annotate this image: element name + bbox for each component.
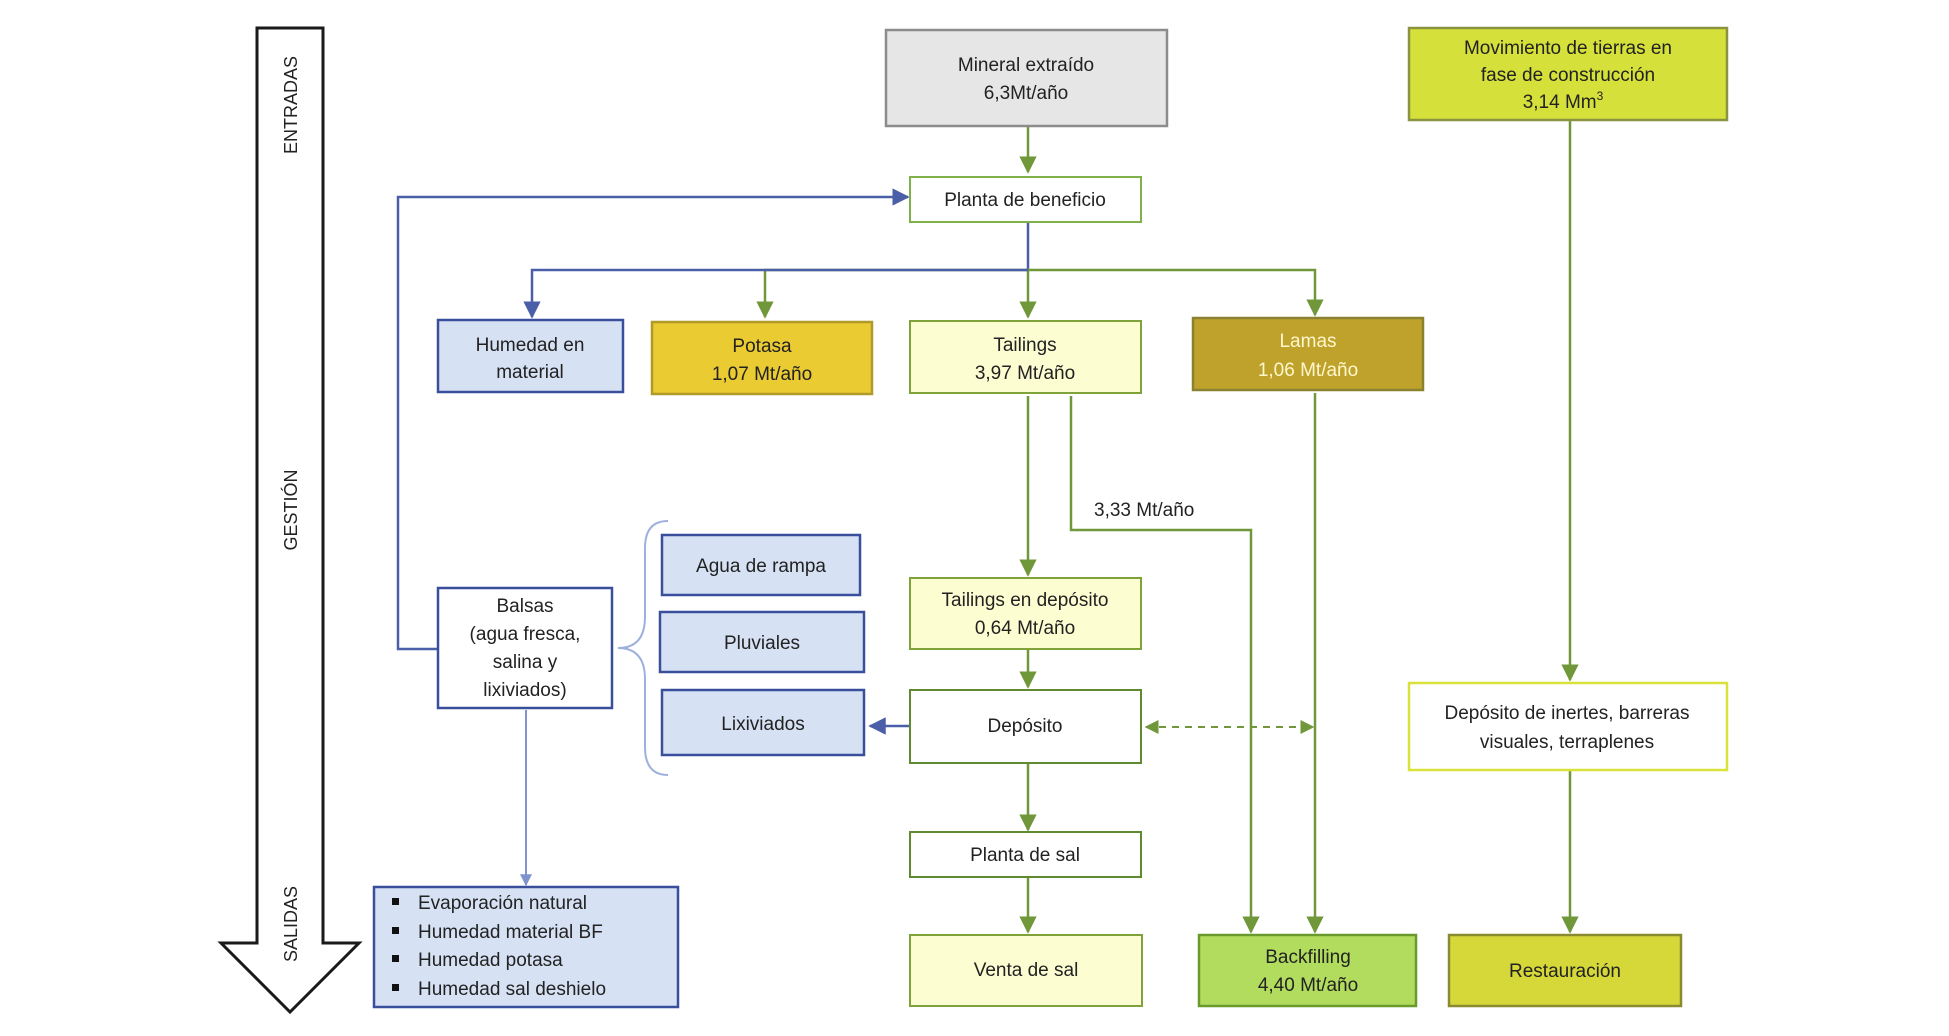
box-mineral-line2: 6,3Mt/año [984, 83, 1069, 104]
stage-label-salidas: SALIDAS [281, 886, 301, 962]
box-backfilling-line1: Backfilling [1265, 947, 1351, 968]
box-balsas-line3: salina y [493, 652, 558, 673]
box-mineral-line1: Mineral extraído [958, 55, 1094, 76]
box-humedad-material: Humedad en material [436, 318, 625, 394]
box-planta-sal: Planta de sal [909, 831, 1142, 878]
box-tailings-line2: 3,97 Mt/año [975, 363, 1075, 384]
box-humedad-material-line1: Humedad en [476, 335, 585, 356]
salidas-item-text: Humedad sal deshielo [418, 979, 606, 1000]
box-planta-sal-line1: Planta de sal [970, 845, 1080, 866]
salidas-item: Evaporación natural [392, 893, 587, 914]
box-deposito-line1: Depósito [988, 716, 1063, 737]
box-lamas-line2: 1,06 Mt/año [1258, 360, 1358, 381]
connectors [396, 120, 1579, 934]
flow-label-tailings-backfilling: 3,33 Mt/año [1094, 500, 1194, 521]
box-movimiento: Movimiento de tierras en fase de constru… [1407, 26, 1729, 122]
box-mineral: Mineral extraído 6,3Mt/año [884, 28, 1169, 128]
box-tailings-line1: Tailings [993, 335, 1056, 356]
box-restauracion-line1: Restauración [1509, 961, 1621, 982]
box-balsas-line2: (agua fresca, [470, 624, 581, 645]
stage-arrow: ENTRADAS GESTIÓN SALIDAS [217, 26, 363, 1015]
box-lixiviados: Lixiviados [660, 688, 866, 757]
box-movimiento-line2: fase de construcción [1481, 65, 1655, 86]
box-tailings-deposito-line1: Tailings en depósito [942, 590, 1109, 611]
salidas-item-text: Evaporación natural [418, 893, 587, 914]
box-backfilling-line2: 4,40 Mt/año [1258, 975, 1358, 996]
box-planta-beneficio-line1: Planta de beneficio [944, 190, 1106, 211]
box-tailings-deposito-line2: 0,64 Mt/año [975, 618, 1075, 639]
box-venta-sal: Venta de sal [909, 934, 1143, 1007]
box-movimiento-sup: 3 [1597, 89, 1604, 103]
salidas-item: Humedad potasa [392, 950, 563, 971]
box-movimiento-line3: 3,14 Mm3 [1523, 89, 1604, 113]
box-salidas-list: Evaporación natural Humedad material BF … [372, 885, 680, 1009]
box-deposito-inertes-line2: visuales, terraplenes [1480, 732, 1654, 753]
box-movimiento-line1: Movimiento de tierras en [1464, 38, 1672, 59]
box-deposito-inertes-line1: Depósito de inertes, barreras [1444, 703, 1689, 724]
box-lixiviados-line1: Lixiviados [721, 714, 804, 735]
box-lamas-line1: Lamas [1279, 331, 1336, 352]
box-balsas: Balsas (agua fresca, salina y lixiviados… [436, 586, 614, 710]
box-potasa: Potasa 1,07 Mt/año [650, 320, 874, 396]
stage-label-entradas: ENTRADAS [281, 56, 301, 154]
box-backfilling: Backfilling 4,40 Mt/año [1197, 933, 1418, 1008]
box-lamas: Lamas 1,06 Mt/año [1191, 316, 1425, 392]
box-planta-beneficio: Planta de beneficio [909, 176, 1142, 223]
box-agua-rampa: Agua de rampa [660, 533, 862, 597]
box-potasa-line1: Potasa [732, 336, 792, 357]
sources-brace [617, 520, 669, 776]
box-agua-rampa-line1: Agua de rampa [696, 556, 826, 577]
box-tailings: Tailings 3,97 Mt/año [909, 320, 1142, 394]
edge-junction-humedad [523, 268, 1028, 319]
box-pluviales-line1: Pluviales [724, 633, 800, 654]
salidas-item: Humedad sal deshielo [392, 979, 606, 1000]
box-movimiento-value: 3,14 Mm [1523, 92, 1597, 113]
salidas-item-text: Humedad potasa [418, 950, 563, 971]
salidas-item: Humedad material BF [392, 922, 603, 943]
edge-junction-lamas [1028, 268, 1324, 317]
box-tailings-deposito: Tailings en depósito 0,64 Mt/año [909, 577, 1142, 650]
box-humedad-material-line2: material [496, 362, 564, 383]
box-balsas-line4: lixiviados) [483, 680, 566, 701]
salidas-item-text: Humedad material BF [418, 922, 603, 943]
edge-balsas-planta [396, 188, 910, 651]
box-venta-sal-line1: Venta de sal [974, 960, 1079, 981]
stage-label-gestion: GESTIÓN [280, 469, 301, 550]
box-deposito-inertes: Depósito de inertes, barreras visuales, … [1407, 681, 1729, 772]
box-restauracion: Restauración [1447, 933, 1683, 1008]
edge-junction-potasa [756, 268, 1028, 319]
box-deposito: Depósito [909, 689, 1142, 764]
box-pluviales: Pluviales [658, 610, 866, 674]
box-balsas-line1: Balsas [496, 596, 553, 617]
box-potasa-line2: 1,07 Mt/año [712, 364, 812, 385]
